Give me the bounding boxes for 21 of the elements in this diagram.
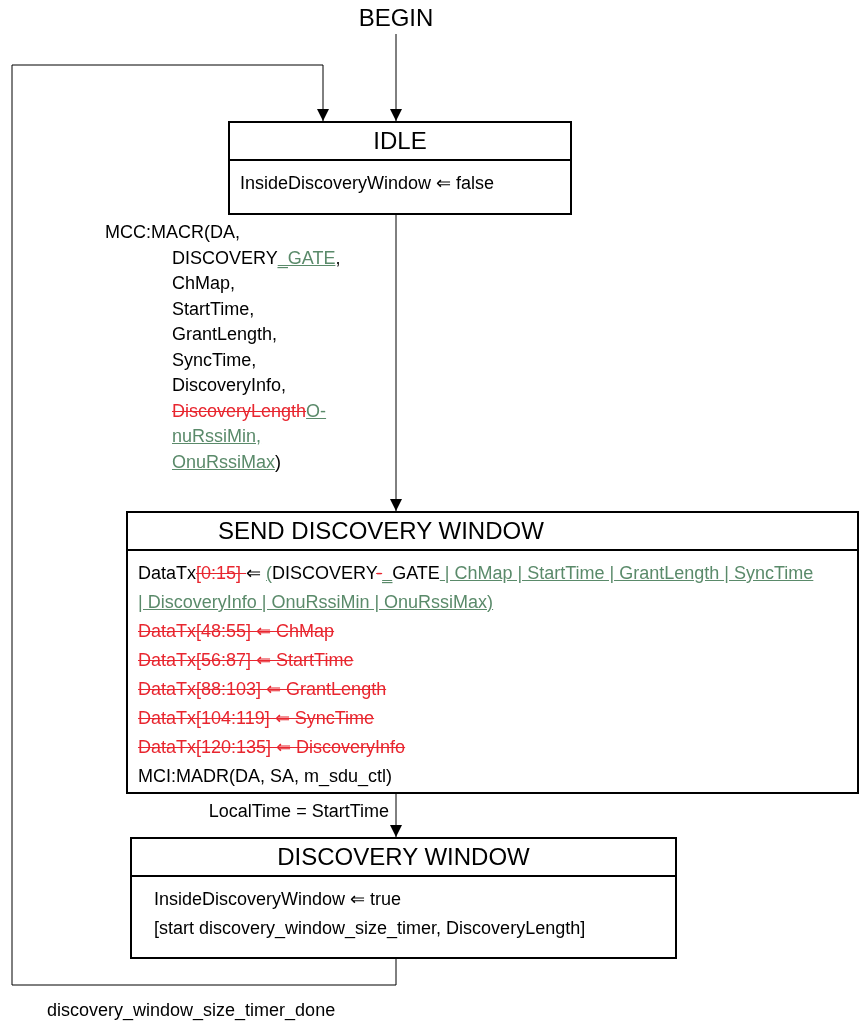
state-action: DataTx[88:103] ⇐ GrantLength [138,678,388,701]
state-action: DataTx[0:15] ⇐ (DISCOVERY-_GATE | ChMap | StartTime | GrantLength | SyncTime | DiscoveryInfo | OnuRssiMin | OnuRssiMax) [138,562,815,614]
state-title: SEND DISCOVERY WINDOW [128,513,857,551]
state-action: DataTx[104:119] ⇐ SyncTime [138,707,376,730]
start-label: BEGIN [346,2,446,34]
arrow [390,793,402,838]
state-action: DataTx[56:87] ⇐ StartTime [138,649,355,672]
state-box [130,837,677,959]
state-box [228,121,572,215]
state-action: InsideDiscoveryWindow ⇐ true [154,888,403,911]
state-action: DataTx[48:55] ⇐ ChMap [138,620,336,643]
state-action: [start discovery_window_size_timer, DiscoveryLength] [154,917,587,941]
arrow [11,64,397,986]
state-action: MCI:MADR(DA, SA, m_sdu_ctl) [138,765,394,789]
arrow [390,214,402,512]
state-box [126,511,859,794]
arrow [390,33,402,122]
state-title: IDLE [230,123,570,161]
state-action: DataTx[120:135] ⇐ DiscoveryInfo [138,736,407,759]
state-action: InsideDiscoveryWindow ⇐ false [240,172,496,195]
state-title: DISCOVERY WINDOW [132,839,675,877]
